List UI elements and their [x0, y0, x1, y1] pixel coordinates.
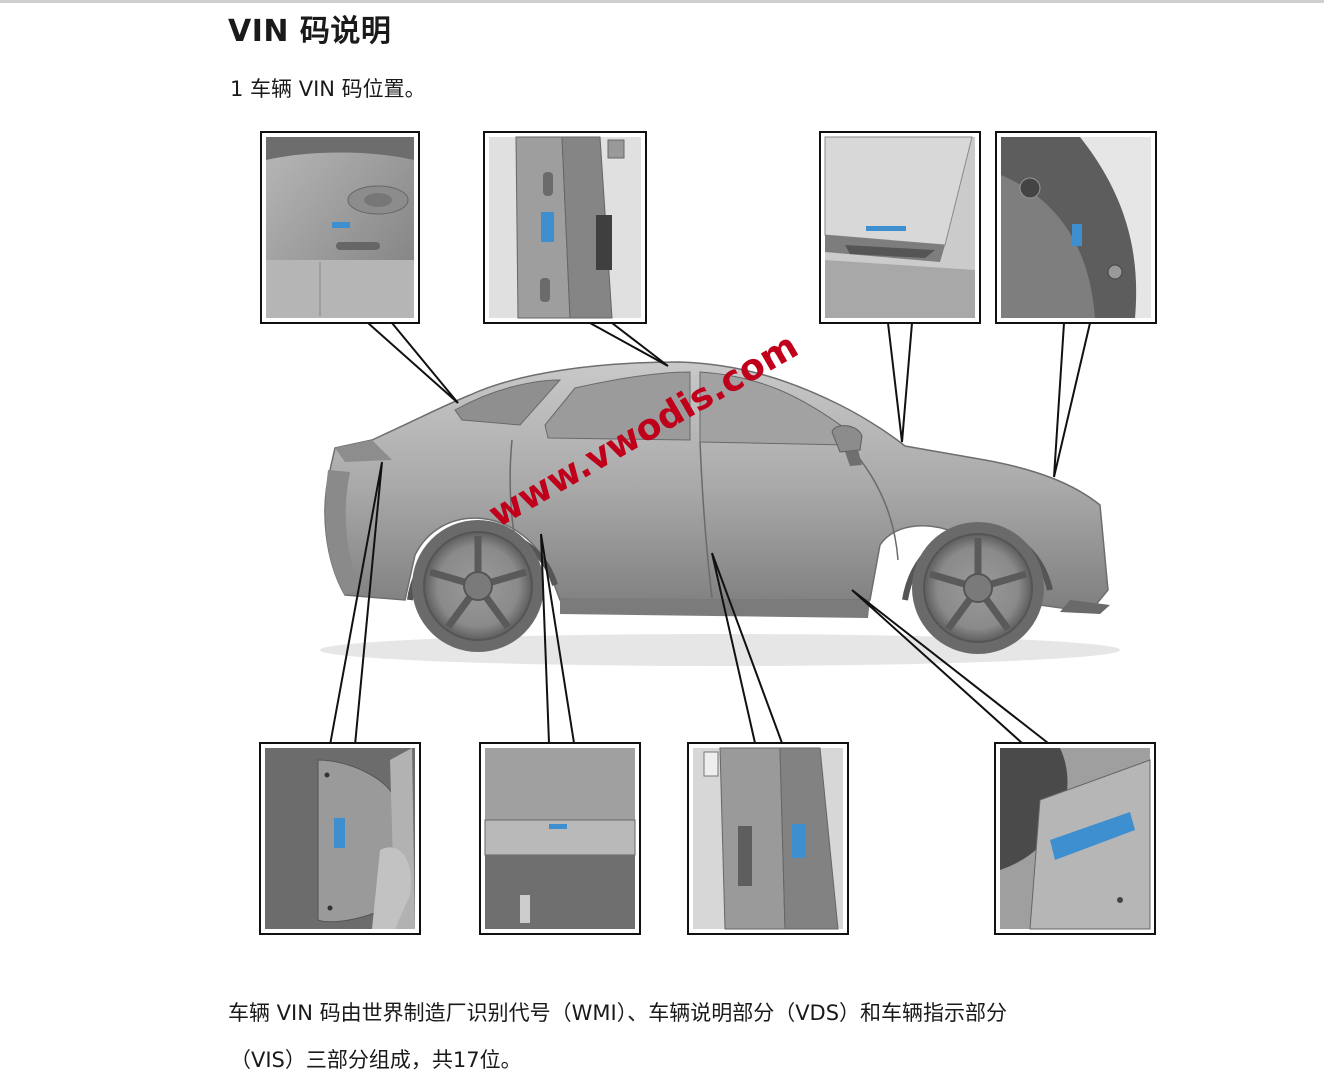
detail-panel-under-floor: [479, 742, 641, 935]
vin-label-marker: [866, 226, 906, 231]
detail-panel-door-frame: [687, 742, 849, 935]
vin-label-marker: [549, 824, 567, 829]
rear-wheel: [412, 520, 544, 652]
detail-panel-trunk-floor: [260, 131, 420, 324]
vin-label-marker: [1072, 224, 1082, 246]
section-subtitle: 1 车辆 VIN 码位置。: [230, 77, 426, 101]
vin-label-marker: [334, 818, 345, 848]
vin-label-marker: [541, 212, 554, 242]
front-wheel: [912, 522, 1044, 654]
vin-label-marker: [792, 824, 806, 858]
page-title: VIN 码说明: [228, 14, 392, 49]
detail-panel-rear-quarter: [259, 742, 421, 935]
description-line-1: 车辆 VIN 码由世界制造厂识别代号（WMI）、车辆说明部分（VDS）和车辆指示…: [228, 1001, 1008, 1025]
vin-label-marker: [332, 222, 350, 228]
vin-label-marker: [1050, 812, 1135, 860]
callout-lines: [329, 322, 1091, 746]
detail-panel-b-pillar: [483, 131, 647, 324]
detail-panel-front-wheel-well: [995, 131, 1157, 324]
detail-panel-windshield: [819, 131, 981, 324]
detail-panel-seat-floor: [994, 742, 1156, 935]
top-border: [0, 0, 1324, 3]
description-line-2: （VIS）三部分组成，共17位。: [230, 1048, 522, 1072]
